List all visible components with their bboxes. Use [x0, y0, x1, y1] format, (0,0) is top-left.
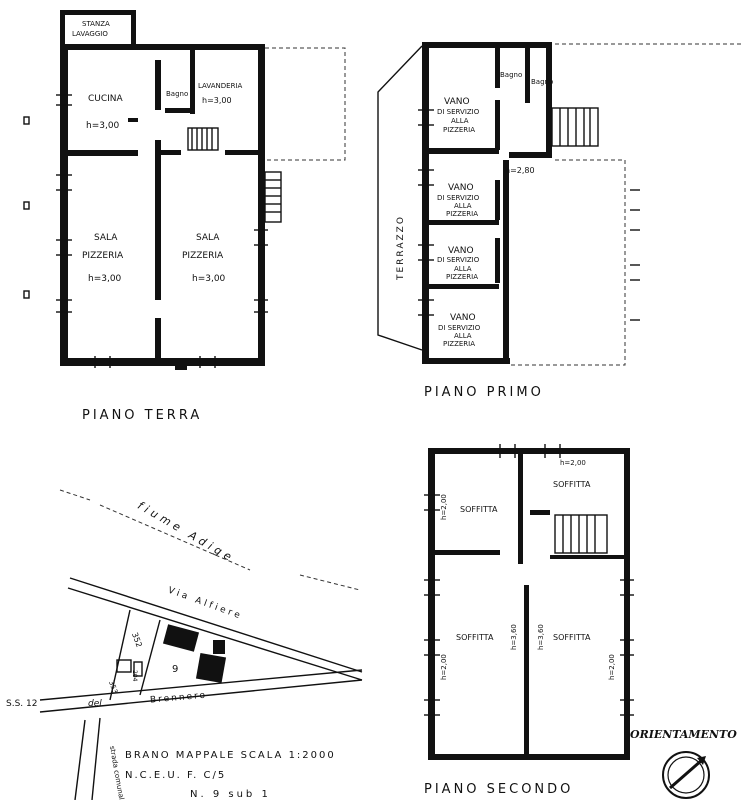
svg-text:VANO: VANO — [450, 313, 476, 323]
road-ss-label: S.S. 12 — [6, 699, 37, 709]
bagno-label-ground: Bagno — [166, 90, 188, 98]
parcel-353-label: 353 — [107, 680, 119, 695]
lavanderia-label: LAVANDERIA — [198, 82, 243, 90]
road-del-label: del — [88, 699, 102, 709]
first-floor-height: h=2,80 — [505, 166, 535, 175]
sala1-height: h=3,00 — [88, 274, 122, 284]
map-caption-scale: BRANO MAPPALE SCALA 1:2000 — [125, 750, 336, 761]
svg-text:DI SERVIZIO: DI SERVIZIO — [437, 256, 480, 264]
svg-text:DI SERVIZIO: DI SERVIZIO — [437, 194, 480, 202]
second-height-left: h=2,00 — [440, 654, 448, 680]
orientation-title: ORIENTAMENTO — [630, 728, 737, 741]
svg-text:DI SERVIZIO: DI SERVIZIO — [438, 324, 481, 332]
river-label: fiume Adige — [135, 499, 237, 565]
second-height-mid: h=3,60 — [510, 624, 518, 650]
svg-text:PIZZERIA: PIZZERIA — [446, 273, 478, 281]
svg-text:DI SERVIZIO: DI SERVIZIO — [437, 108, 480, 116]
first-floor-plan — [377, 42, 742, 366]
ground-floor-plan — [23, 10, 346, 370]
soffitta-label-3: SOFFITTA — [456, 633, 494, 642]
parcel-9-label: 9 — [172, 664, 178, 675]
road-via-label: Via Alfiere — [167, 586, 244, 622]
svg-text:VANO: VANO — [448, 183, 474, 193]
map-caption-nceu: N.C.E.U. F. C/5 — [125, 770, 227, 781]
svg-text:ALLA: ALLA — [451, 117, 469, 125]
vano-room-1: VANO DI SERVIZIO ALLA PIZZERIA — [437, 97, 480, 134]
cadastral-map — [39, 489, 363, 800]
soffitta-label-4: SOFFITTA — [553, 633, 591, 642]
svg-text:ALLA: ALLA — [454, 332, 472, 340]
svg-text:PIZZERIA: PIZZERIA — [446, 210, 478, 218]
parcel-204-label: 204 — [131, 670, 138, 682]
compass-icon — [662, 751, 710, 799]
parcel-352-label: 352 — [130, 631, 144, 648]
soffitta-label-1: SOFFITTA — [460, 505, 498, 514]
svg-text:VANO: VANO — [444, 97, 470, 107]
ground-floor-title: PIANO TERRA — [82, 408, 203, 423]
second-floor-plan — [424, 444, 634, 760]
cucina-height: h=3,00 — [86, 121, 120, 131]
first-floor-title: PIANO PRIMO — [424, 385, 544, 400]
second-height-right: h=2,00 — [608, 654, 616, 680]
sala1-label-1: SALA — [94, 233, 118, 243]
stanza-label-2: LAVAGGIO — [72, 30, 108, 38]
svg-text:ALLA: ALLA — [454, 265, 472, 273]
terrazzo-label: TERRAZZO — [396, 215, 406, 281]
second-height-mid-2: h=3,60 — [537, 624, 545, 650]
soffitta-label-2: SOFFITTA — [553, 480, 591, 489]
sala1-label-2: PIZZERIA — [82, 251, 124, 261]
cucina-label: CUCINA — [88, 94, 124, 104]
side-road-label: strada comunale — [108, 745, 126, 800]
second-height-left-top: h=2,00 — [440, 494, 448, 520]
vano-room-4: VANO DI SERVIZIO ALLA PIZZERIA — [438, 313, 481, 348]
stanza-label-1: STANZA — [82, 20, 110, 28]
vano-room-3: VANO DI SERVIZIO ALLA PIZZERIA — [437, 246, 480, 281]
svg-text:VANO: VANO — [448, 246, 474, 256]
vano-room-2: VANO DI SERVIZIO ALLA PIZZERIA — [437, 183, 480, 218]
bagno2-label: Bagno — [531, 78, 553, 86]
sala2-height: h=3,00 — [192, 274, 226, 284]
second-height-top: h=2,00 — [560, 459, 586, 467]
bagno1-label: Bagno — [500, 71, 522, 79]
lavanderia-height: h=3,00 — [202, 96, 232, 105]
sala2-label-2: PIZZERIA — [182, 251, 224, 261]
sala2-label-1: SALA — [196, 233, 220, 243]
svg-text:PIZZERIA: PIZZERIA — [443, 340, 475, 348]
map-caption-sub: N. 9 sub 1 — [190, 789, 271, 800]
road-brennero-label: Brennero — [150, 691, 208, 706]
svg-text:ALLA: ALLA — [454, 202, 472, 210]
svg-text:PIZZERIA: PIZZERIA — [443, 126, 475, 134]
second-floor-title: PIANO SECONDO — [424, 782, 574, 797]
